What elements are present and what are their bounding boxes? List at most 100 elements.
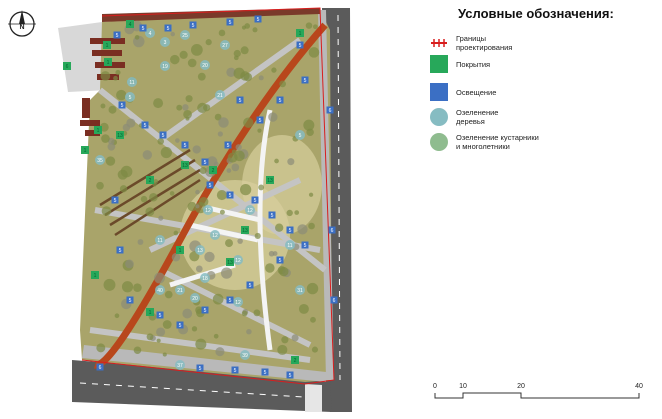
shrub-mark <box>215 347 225 357</box>
marker-number: 6 <box>66 64 69 70</box>
shrub-mark <box>162 320 172 329</box>
tree-marker: 21 <box>215 90 225 100</box>
marker-number: 5 <box>129 95 132 101</box>
lighting-marker: 5 <box>301 76 309 84</box>
legend-label: Освещение <box>456 87 497 97</box>
lighting-marker: 5 <box>164 24 172 32</box>
shrub-mark <box>244 23 251 29</box>
tree-circle-icon <box>430 108 448 126</box>
shrub-mark <box>217 131 223 137</box>
shrub-mark <box>212 293 224 305</box>
legend-item-shrubs: Озеленение кустарники и многолетники <box>430 133 566 151</box>
shrub-mark <box>96 343 106 353</box>
marker-number: 5 <box>279 258 282 264</box>
marker-number: 12 <box>235 258 241 264</box>
marker-number: 5 <box>159 313 162 319</box>
marker-number: 5 <box>259 118 262 124</box>
marker-number: 5 <box>116 33 119 39</box>
shrub-mark <box>99 122 109 132</box>
tree-marker: 21 <box>175 285 185 295</box>
marker-number: 13 <box>117 133 123 139</box>
surface-marker: 13 <box>116 131 124 139</box>
lighting-marker: 5 <box>201 158 209 166</box>
marker-number: 5 <box>204 308 207 314</box>
shrub-mark <box>257 128 262 133</box>
shrub-mark <box>235 144 242 151</box>
scale-tick: 40 <box>635 383 643 390</box>
lighting-marker: 5 <box>159 131 167 139</box>
surface-marker: 1 <box>81 146 89 154</box>
lighting-marker: 5 <box>231 366 239 374</box>
shrub-mark <box>192 145 201 154</box>
lighting-marker: 5 <box>254 15 262 23</box>
marker-number: 1 <box>94 273 97 279</box>
shrub-mark <box>146 333 154 341</box>
marker-number: 1 <box>299 31 302 37</box>
shrub-mark <box>198 197 209 207</box>
shrub-mark <box>187 201 197 212</box>
scale-tick: 0 <box>433 383 437 390</box>
shrub-mark <box>240 46 249 55</box>
shrub-mark <box>137 239 144 245</box>
lighting-marker: 5 <box>276 96 284 104</box>
shrub-mark <box>187 58 197 68</box>
tree-marker: 40 <box>155 285 165 295</box>
shrub-mark <box>191 326 198 332</box>
marker-number: 5 <box>229 298 232 304</box>
lighting-marker: 5 <box>116 246 124 254</box>
marker-number: 12 <box>247 208 253 214</box>
shrub-mark <box>162 352 167 357</box>
shrub-mark <box>226 67 236 78</box>
marker-number: 1 <box>84 148 87 154</box>
lighting-marker: 5 <box>139 24 147 32</box>
shrub-mark <box>226 168 232 173</box>
shrub-mark <box>175 138 180 143</box>
marker-number: 12 <box>212 233 218 239</box>
marker-number: 5 <box>144 123 147 129</box>
shrub-mark <box>279 80 287 88</box>
marker-number: 40 <box>157 288 163 294</box>
lighting-marker: 5 <box>113 31 121 39</box>
surface-marker: 13 <box>226 258 234 266</box>
tree-marker: 35 <box>95 155 105 165</box>
marker-number: 1 <box>106 43 109 49</box>
shrub-mark <box>195 189 200 195</box>
shrub-mark <box>125 259 134 269</box>
shrub-mark <box>115 69 121 76</box>
lighting-marker: 5 <box>111 196 119 204</box>
marker-number: 31 <box>297 288 303 294</box>
shrub-mark <box>121 281 134 293</box>
shrub-mark <box>294 210 300 215</box>
marker-number: 1 <box>97 128 100 134</box>
shrub-mark <box>279 266 289 277</box>
surface-marker: 2 <box>209 166 217 174</box>
shrub-mark <box>170 54 180 65</box>
shrub-mark <box>204 251 215 263</box>
shrub-mark <box>233 67 245 79</box>
marker-number: 11 <box>287 243 292 249</box>
shrub-mark <box>234 150 245 162</box>
lighting-marker: 6 <box>328 226 336 234</box>
lighting-marker: 5 <box>296 41 304 49</box>
marker-number: 6 <box>333 298 336 304</box>
tree-marker: 12 <box>203 205 213 215</box>
shrub-mark <box>237 238 243 244</box>
lighting-marker: 5 <box>261 368 269 376</box>
lighting-marker: 5 <box>189 21 197 29</box>
shrub-mark <box>206 156 218 167</box>
shrub-mark <box>164 290 173 299</box>
surface-marker: 1 <box>176 246 184 254</box>
legend-item-surface: Покрытия <box>430 55 566 73</box>
crosswalk <box>305 384 322 412</box>
shrub-mark <box>114 313 120 319</box>
lighting-marker: 5 <box>301 241 309 249</box>
marker-number: 5 <box>289 228 292 234</box>
shrub-mark <box>160 146 172 159</box>
lighting-marker: 5 <box>286 226 294 234</box>
lighting-marker: 5 <box>246 281 254 289</box>
shrub-mark <box>303 119 315 131</box>
marker-number: 20 <box>192 296 198 302</box>
shrub-mark <box>286 209 293 217</box>
shrub-mark <box>218 117 229 128</box>
